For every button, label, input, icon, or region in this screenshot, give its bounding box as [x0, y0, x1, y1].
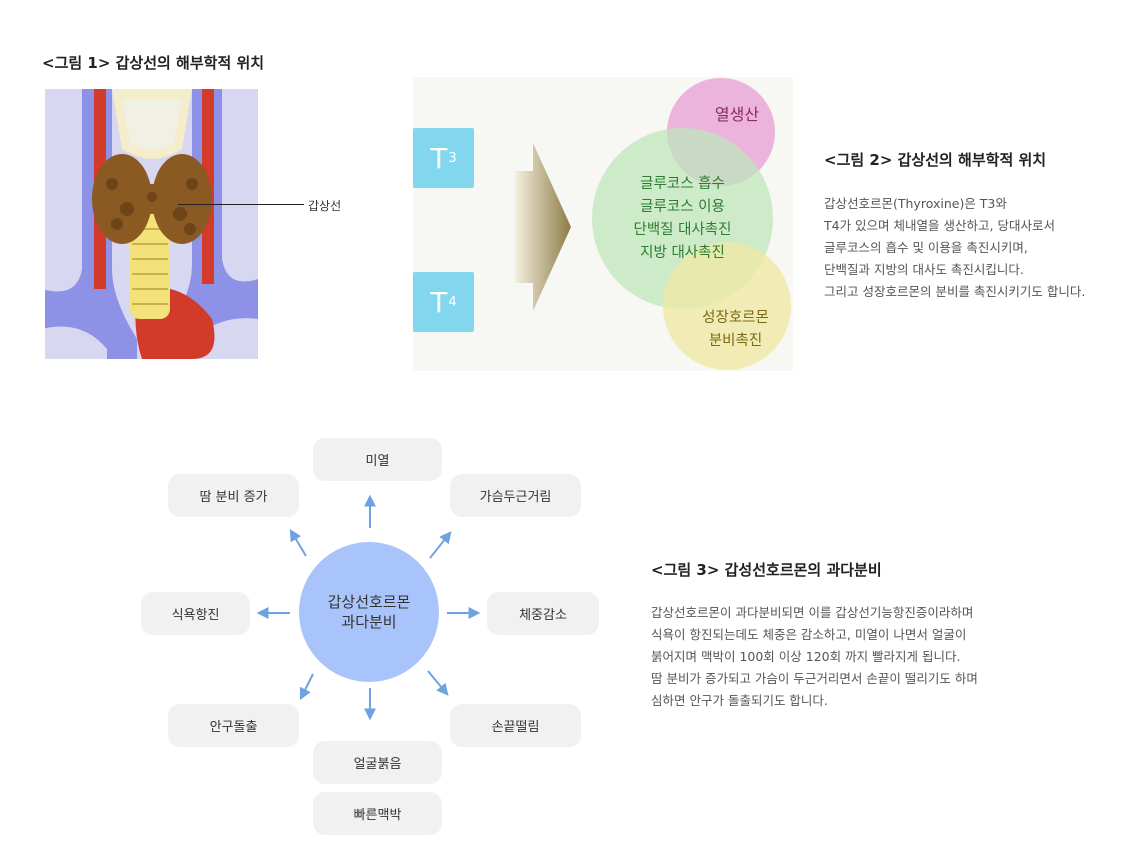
t3-subscript: 3	[448, 150, 457, 166]
symptom-fast-pulse: 빠른맥박	[313, 792, 442, 835]
center-line-1: 갑상선호르몬	[327, 593, 411, 611]
thyroid-anatomy-illustration	[42, 89, 258, 359]
figure-2-description: 갑상선호르몬(Thyroxine)은 T3와 T4가 있으며 체내열을 생산하고…	[824, 193, 1085, 303]
arrow-down-left	[299, 673, 314, 701]
figure-3-description: 갑상선호르몬이 과다분비되면 이를 갑상선기능항진증이라하며 식욕이 항진되는데…	[651, 602, 978, 712]
metabolism-labels: 글루코스 흡수 글루코스 이용 단백질 대사촉진 지방 대사촉진	[592, 173, 773, 265]
symptom-exophthalmos: 안구돌출	[168, 704, 299, 747]
description-line: 심하면 안구가 돌출되기도 합니다.	[651, 693, 828, 708]
growth-hormone-line-2: 분비촉진	[708, 333, 763, 349]
growth-hormone-labels: 성장호르몬 분비촉진	[678, 307, 793, 353]
t3-label: T	[430, 141, 448, 175]
thyroid-label: 갑상선	[308, 199, 342, 213]
arrow-up-right	[429, 531, 452, 559]
figure-1-title: <그림 1> 갑상선의 해부학적 위치	[42, 54, 265, 72]
arrow-icon	[515, 143, 571, 315]
growth-hormone-circle	[663, 242, 791, 370]
symptom-appetite: 식욕항진	[141, 592, 250, 635]
heat-production-label: 열생산	[714, 105, 760, 124]
arrow-down-right	[427, 670, 449, 696]
metabolism-line-1: 글루코스 흡수	[640, 176, 725, 192]
description-line: 글루코스의 흡수 및 이용을 촉진시키며,	[824, 240, 1028, 255]
description-line: 붉어지며 맥박이 100회 이상 120회 까지 빨라지게 됩니다.	[651, 649, 961, 664]
growth-hormone-line-1: 성장호르몬	[702, 310, 769, 326]
description-line: 갑상선호르몬이 과다분비되면 이를 갑상선기능항진증이라하며	[651, 605, 974, 620]
t4-label: T	[430, 285, 448, 319]
excess-hormone-center: 갑상선호르몬 과다분비	[299, 542, 439, 682]
center-line-2: 과다분비	[341, 613, 397, 631]
arrow-up-left	[289, 528, 307, 557]
metabolism-line-3: 단백질 대사촉진	[633, 222, 732, 238]
symptom-sweat: 땀 분비 증가	[168, 474, 299, 517]
symptom-tremor: 손끝떨림	[450, 704, 581, 747]
metabolism-line-4: 지방 대사촉진	[640, 245, 725, 261]
description-line: 그리고 성장호르몬의 분비를 촉진시키기도 합니다.	[824, 284, 1086, 299]
symptom-fever: 미열	[313, 438, 442, 481]
symptom-flushed-face: 얼굴붉음	[313, 741, 442, 784]
symptom-weight-loss: 체중감소	[487, 592, 599, 635]
thyroid-leader-line	[178, 204, 304, 205]
description-line: T4가 있으며 체내열을 생산하고, 당대사로서	[824, 218, 1055, 233]
figure-2-title: <그림 2> 갑상선의 해부학적 위치	[824, 151, 1047, 169]
description-line: 땀 분비가 증가되고 가슴이 두근거리면서 손끝이 떨리기도 하며	[651, 671, 978, 686]
t4-subscript: 4	[448, 294, 457, 310]
description-line: 갑상선호르몬(Thyroxine)은 T3와	[824, 196, 1007, 211]
metabolism-line-2: 글루코스 이용	[640, 199, 725, 215]
symptom-palpitation: 가슴두근거림	[450, 474, 581, 517]
figure-3-title: <그림 3> 갑성선호르몬의 과다분비	[651, 561, 882, 579]
description-line: 단백질과 지방의 대사도 촉진시킵니다.	[824, 262, 1024, 277]
description-line: 식욕이 항진되는데도 체중은 감소하고, 미열이 나면서 얼굴이	[651, 627, 967, 642]
